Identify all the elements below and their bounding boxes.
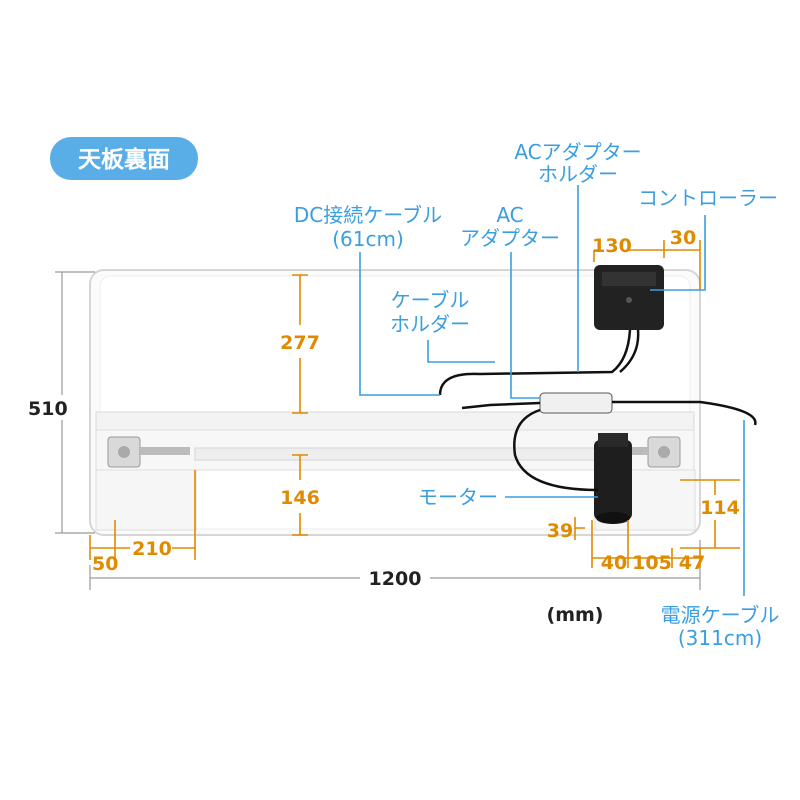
dim-depth: 510 — [28, 398, 68, 420]
label-cable-holder-line1: ケーブル — [391, 288, 470, 312]
dim-leg-offset: 210 — [132, 538, 172, 560]
dim-width: 1200 — [369, 568, 422, 590]
bracket-right — [630, 436, 681, 468]
dim-motor-gap: 39 — [547, 520, 573, 542]
motor — [594, 433, 632, 524]
label-ac-adapter-line1: AC — [496, 203, 523, 227]
dim-foot-height: 114 — [700, 497, 740, 519]
title-badge: 天板裏面 — [50, 137, 198, 180]
label-controller: コントローラー — [638, 186, 778, 210]
dim-controller-width: 130 — [592, 235, 632, 257]
label-ac-adapter-holder-line2: ホルダー — [538, 162, 618, 186]
ac-adapter — [539, 392, 613, 414]
dim-edge: 50 — [92, 553, 118, 575]
controller-box — [594, 265, 664, 330]
label-motor: モーター — [418, 485, 498, 509]
label-power-cable-line1: 電源ケーブル — [661, 603, 780, 627]
dim-motor-a: 40 — [601, 552, 627, 574]
unit-label: (mm) — [547, 604, 604, 626]
dim-controller-offset: 30 — [670, 227, 696, 249]
label-cable-holder-line2: ホルダー — [390, 312, 470, 336]
bracket-left — [107, 436, 190, 468]
cables — [438, 329, 757, 492]
label-dc-cable-line1: DC接続ケーブル — [294, 203, 442, 227]
dim-lower: 146 — [280, 487, 320, 509]
dimension-lines — [55, 240, 740, 590]
desk-panel — [89, 265, 757, 536]
dim-motor-b: 105 — [632, 552, 672, 574]
label-ac-adapter-holder-line1: ACアダプター — [514, 140, 641, 164]
dim-motor-c: 47 — [679, 552, 705, 574]
badge-label: 天板裏面 — [78, 146, 170, 173]
label-dc-cable-line2: (61cm) — [332, 227, 404, 251]
dim-upper: 277 — [280, 332, 320, 354]
label-power-cable-line2: (311cm) — [678, 626, 762, 650]
label-ac-adapter-line2: アダプター — [460, 226, 560, 250]
leader-lines — [359, 185, 745, 596]
